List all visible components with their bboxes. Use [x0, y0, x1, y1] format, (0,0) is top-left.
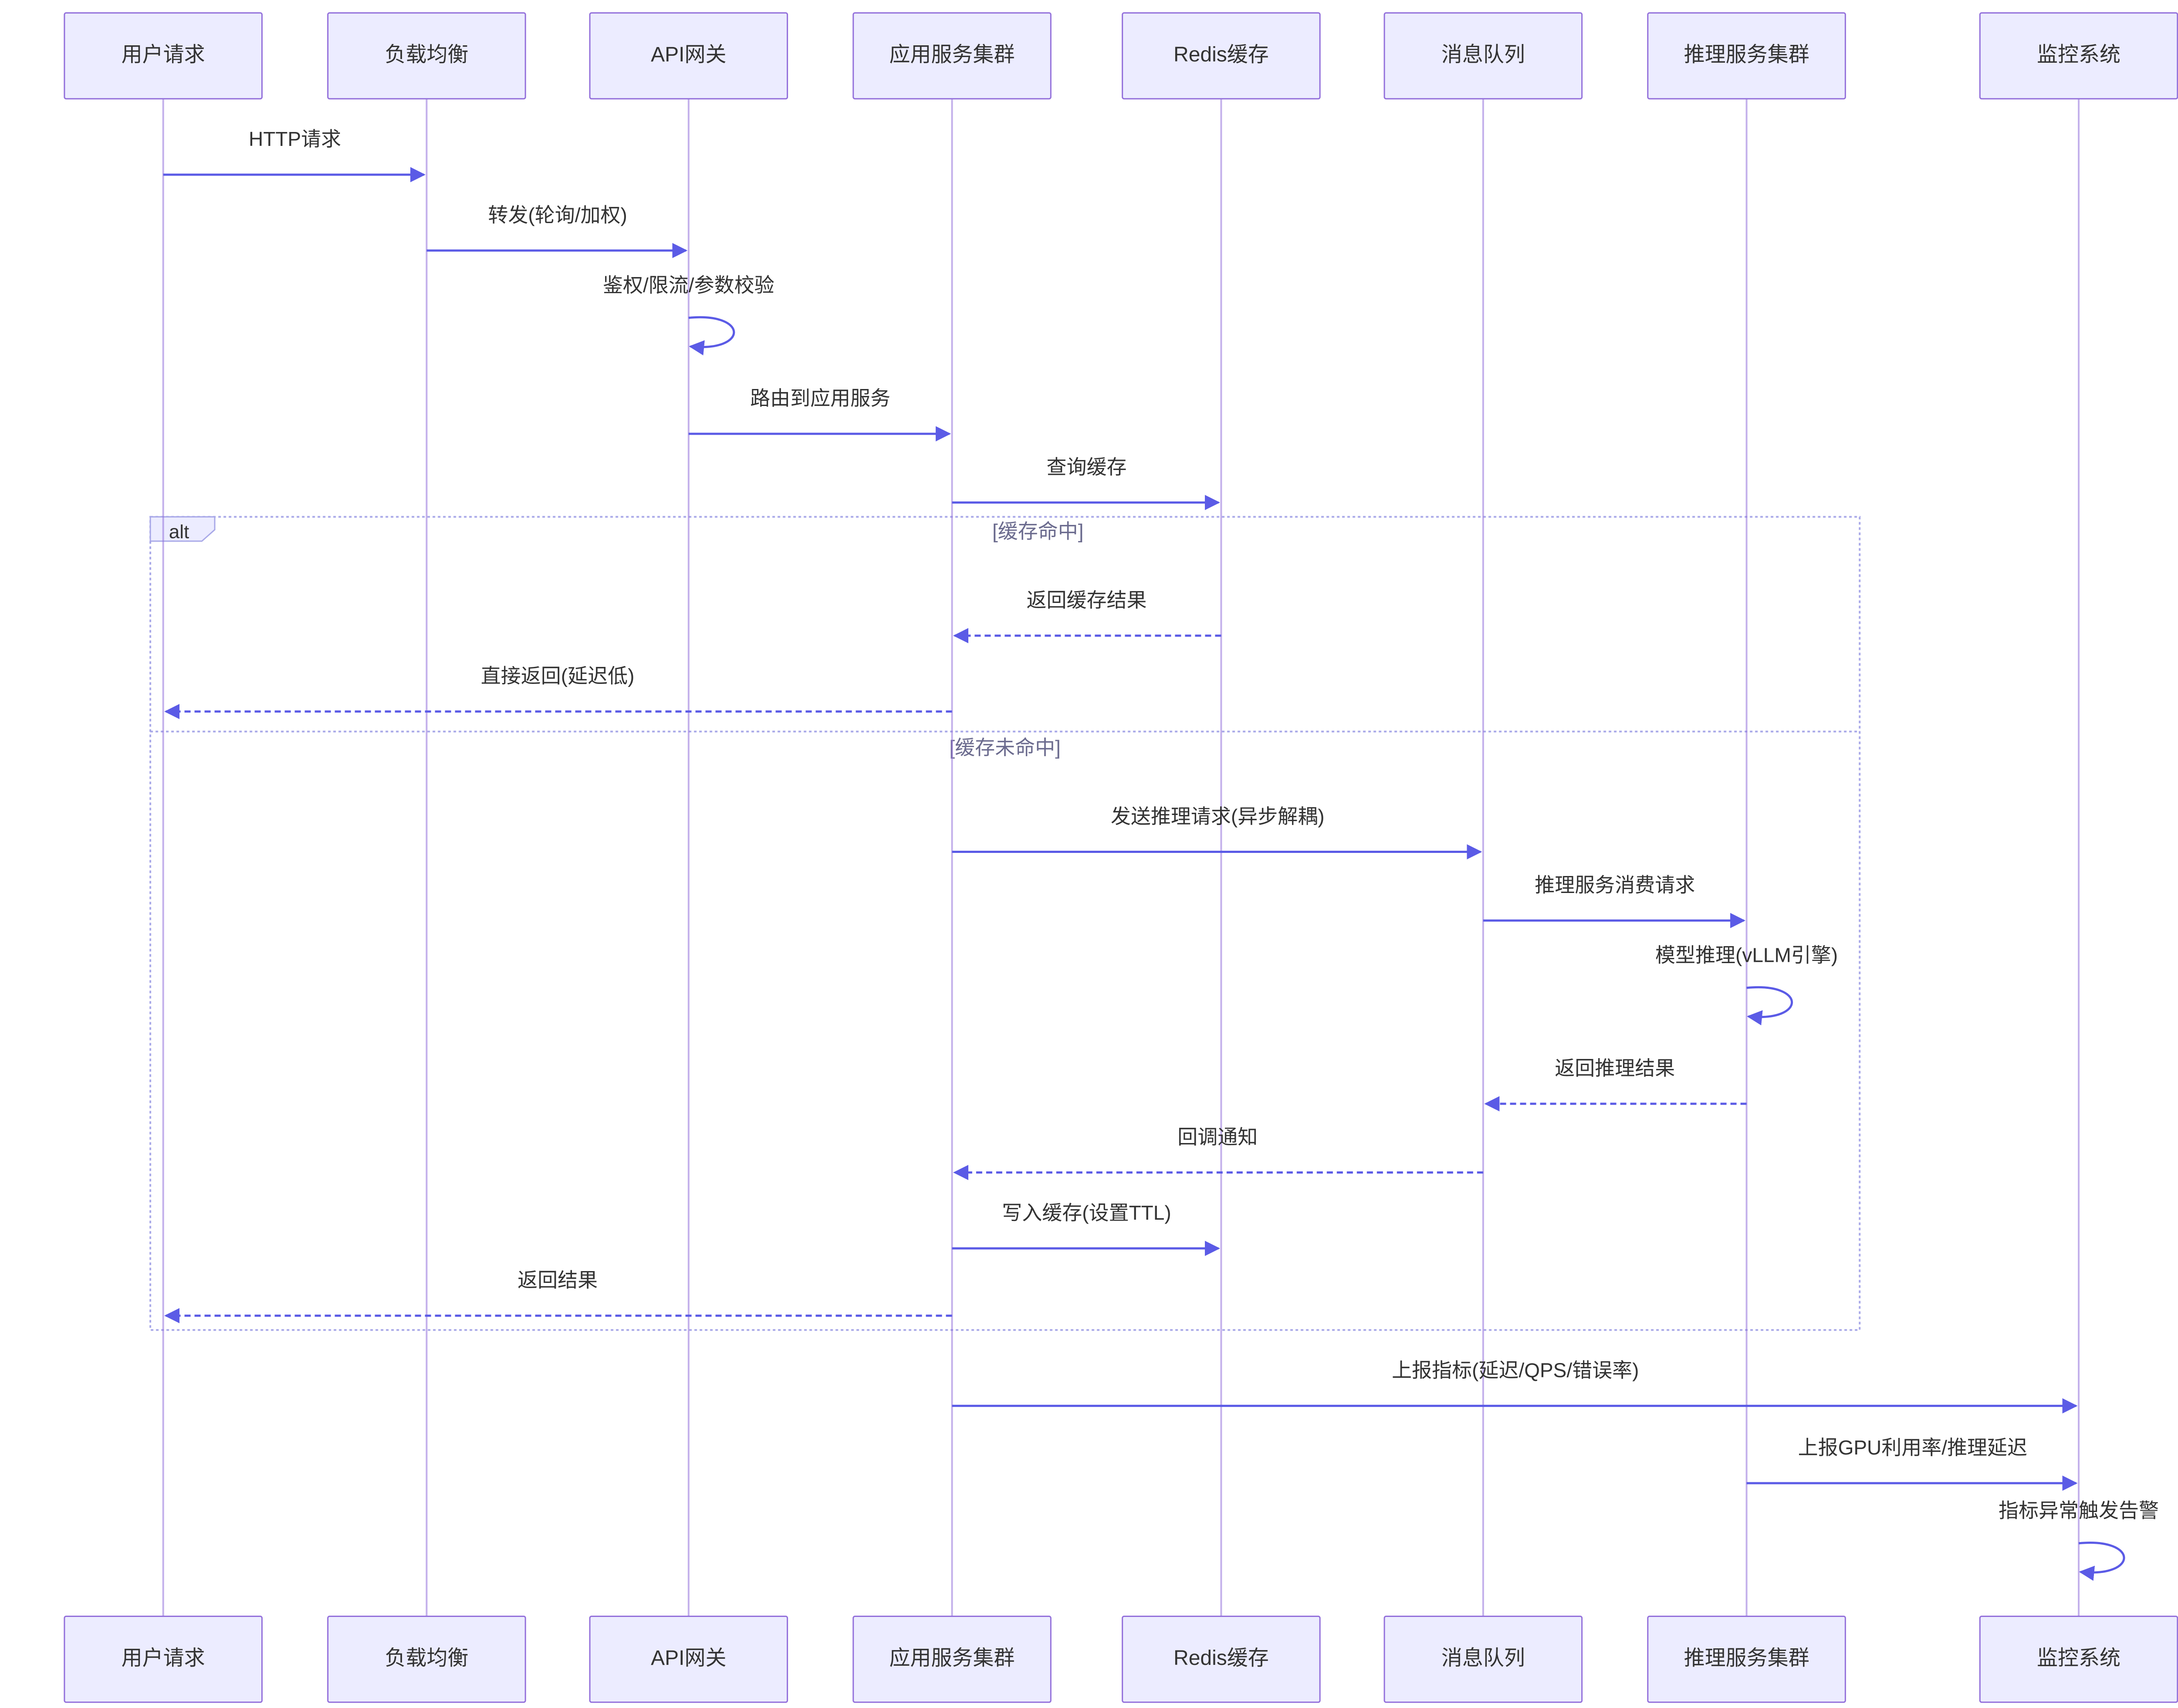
actor-box: [1979, 12, 2178, 100]
message-label: 转发(轮询/加权): [488, 203, 627, 226]
self-loop-arrow: [1746, 986, 1793, 1025]
alt-keyword: alt: [169, 521, 189, 543]
actor-label: 消息队列: [1441, 43, 1525, 66]
actor-app-top: 应用服务集群: [852, 12, 1052, 100]
actor-box: [1122, 12, 1321, 100]
actor-box: [327, 1616, 526, 1703]
alt-frame-tab: [149, 516, 216, 542]
actor-infer-top: 推理服务集群: [1647, 12, 1846, 100]
message-15: 上报GPU利用率/推理延迟: [1746, 1436, 2078, 1491]
actor-box: [589, 12, 788, 100]
message-label: 指标异常触发告警: [1999, 1499, 2159, 1522]
message-label: 上报指标(延迟/QPS/错误率): [1392, 1359, 1639, 1382]
alt-condition-1: [缓存未命中]: [949, 736, 1061, 759]
actor-box: [589, 1616, 788, 1703]
actor-label: 负载均衡: [385, 1647, 468, 1670]
actor-infer-bottom: 推理服务集群: [1647, 1616, 1846, 1703]
message-label: 路由到应用服务: [750, 387, 890, 409]
message-label: 发送推理请求(异步解耦): [1111, 805, 1325, 828]
actor-box: [852, 1616, 1052, 1703]
alt-frame: [149, 516, 1861, 1331]
message-8: 推理服务消费请求: [1483, 874, 1746, 928]
actor-label: 用户请求: [122, 1647, 205, 1670]
message-1: 转发(轮询/加权): [426, 203, 688, 258]
message-9: 模型推理(vLLM引擎): [1655, 944, 1838, 1025]
message-6: 直接返回(延迟低): [164, 665, 952, 719]
actor-box: [852, 12, 1052, 100]
actor-label: API网关: [651, 43, 726, 66]
actor-lb-top: 负载均衡: [327, 12, 526, 100]
message-4: 查询缓存: [952, 456, 1220, 511]
message-3: 路由到应用服务: [688, 387, 951, 442]
message-label: 直接返回(延迟低): [481, 665, 635, 687]
actor-box: [327, 12, 526, 100]
message-13: 返回结果: [164, 1269, 952, 1323]
actor-gw-bottom: API网关: [589, 1616, 788, 1703]
actor-label: 应用服务集群: [889, 1647, 1015, 1670]
actor-app-bottom: 应用服务集群: [852, 1616, 1052, 1703]
message-11: 回调通知: [953, 1126, 1483, 1180]
actor-box: [64, 12, 263, 100]
message-label: 推理服务消费请求: [1535, 874, 1695, 896]
actor-box: [64, 1616, 263, 1703]
message-label: 模型推理(vLLM引擎): [1655, 944, 1838, 967]
actor-box: [1383, 1616, 1583, 1703]
message-label: 鉴权/限流/参数校验: [603, 274, 774, 296]
actor-box: [1979, 1616, 2178, 1703]
message-14: 上报指标(延迟/QPS/错误率): [952, 1359, 2078, 1414]
actor-redis-bottom: Redis缓存: [1122, 1616, 1321, 1703]
message-12: 写入缓存(设置TTL): [952, 1201, 1220, 1256]
alt-frame-layer: alt [缓存命中] [缓存未命中]: [149, 516, 1861, 1331]
actor-label: 推理服务集群: [1684, 43, 1809, 66]
actor-mon-bottom: 监控系统: [1979, 1616, 2178, 1703]
message-label: 上报GPU利用率/推理延迟: [1798, 1436, 2027, 1459]
self-loop-arrow: [688, 316, 735, 355]
actor-mq-top: 消息队列: [1383, 12, 1583, 100]
self-loop-arrow: [2078, 1542, 2125, 1581]
actor-label: 推理服务集群: [1684, 1647, 1809, 1670]
message-label: 写入缓存(设置TTL): [1002, 1201, 1171, 1224]
actor-label: 监控系统: [2037, 43, 2121, 66]
message-10: 返回推理结果: [1484, 1057, 1747, 1112]
actor-label: 用户请求: [122, 43, 205, 66]
actor-user-bottom: 用户请求: [64, 1616, 263, 1703]
actor-label: Redis缓存: [1174, 43, 1269, 66]
message-0: HTTP请求: [163, 128, 426, 183]
message-label: 查询缓存: [1046, 456, 1126, 478]
message-7: 发送推理请求(异步解耦): [952, 805, 1482, 859]
message-label: HTTP请求: [249, 128, 341, 150]
actor-label: 监控系统: [2037, 1647, 2121, 1670]
actor-box: [1383, 12, 1583, 100]
lifelines-layer: [162, 98, 2080, 1617]
actor-label: Redis缓存: [1174, 1647, 1269, 1670]
message-16: 指标异常触发告警: [1999, 1499, 2159, 1581]
message-2: 鉴权/限流/参数校验: [603, 274, 774, 355]
message-label: 返回结果: [517, 1269, 598, 1292]
message-label: 返回推理结果: [1555, 1057, 1675, 1079]
actor-label: 消息队列: [1441, 1647, 1525, 1670]
message-label: 返回缓存结果: [1026, 588, 1146, 611]
actor-mq-bottom: 消息队列: [1383, 1616, 1583, 1703]
actor-box: [1647, 12, 1846, 100]
alt-condition-0: [缓存命中]: [992, 520, 1084, 543]
actor-label: 应用服务集群: [889, 43, 1015, 66]
message-5: 返回缓存结果: [953, 588, 1221, 643]
actor-box: [1122, 1616, 1321, 1703]
actor-label: API网关: [651, 1647, 726, 1670]
actors-layer: 用户请求用户请求负载均衡负载均衡API网关API网关应用服务集群应用服务集群Re…: [64, 12, 2178, 1703]
actor-gw-top: API网关: [589, 12, 788, 100]
actor-redis-top: Redis缓存: [1122, 12, 1321, 100]
actor-box: [1647, 1616, 1846, 1703]
message-label: 回调通知: [1177, 1126, 1258, 1148]
actor-user-top: 用户请求: [64, 12, 263, 100]
actor-mon-top: 监控系统: [1979, 12, 2178, 100]
actor-label: 负载均衡: [385, 43, 468, 66]
actor-lb-bottom: 负载均衡: [327, 1616, 526, 1703]
